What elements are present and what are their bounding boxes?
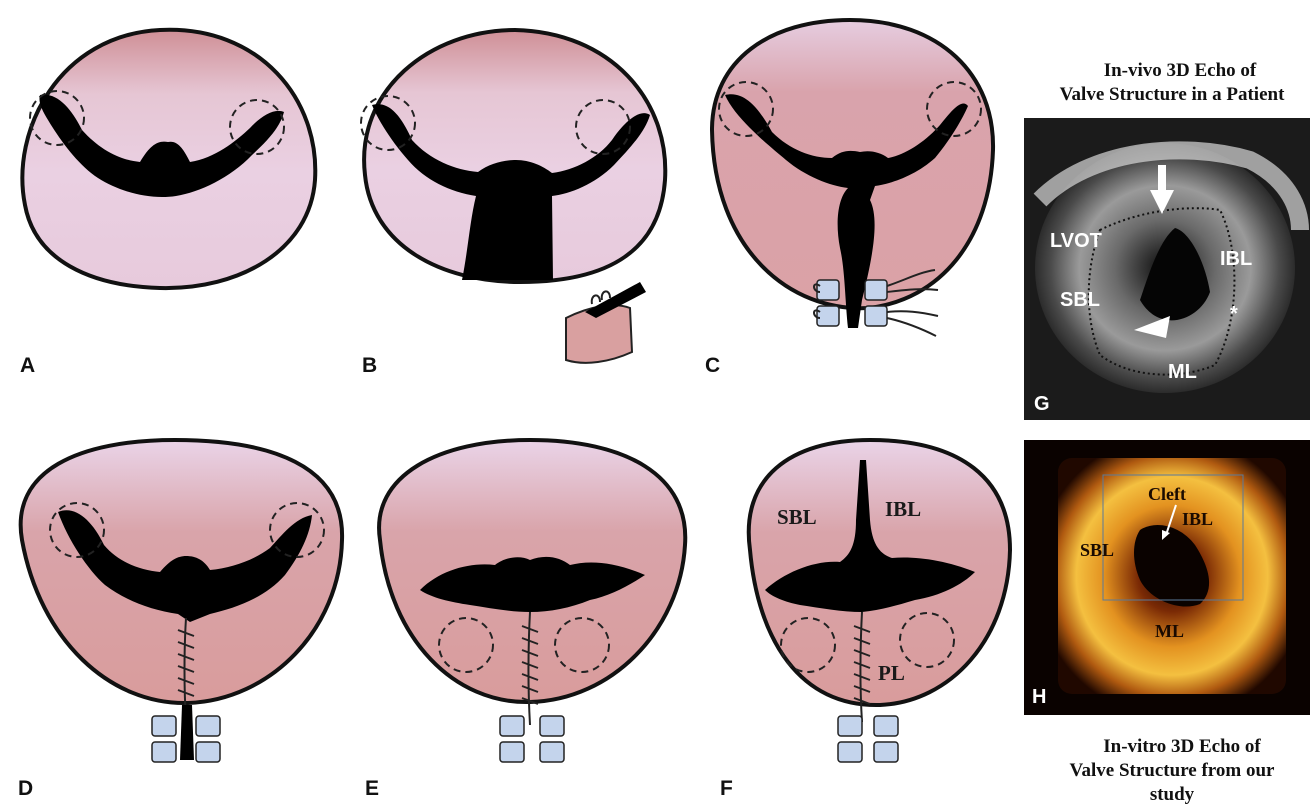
pledget (817, 306, 839, 326)
panel-a: A (20, 30, 315, 377)
pledget (817, 280, 839, 300)
label-ibl-h: IBL (1182, 509, 1213, 529)
pledget (874, 716, 898, 736)
pledget (152, 742, 176, 762)
pledget (874, 742, 898, 762)
label-sbl-h: SBL (1080, 540, 1114, 560)
caption-h-line2: Valve Structure from our (1070, 760, 1275, 781)
label-pl: PL (878, 661, 905, 685)
caption-h-line1: In-vitro 3D Echo of (1103, 736, 1261, 757)
panel-c: C (705, 20, 993, 377)
pledget (540, 716, 564, 736)
panel-f: SBL IBL PL F (720, 440, 1010, 800)
panel-letter-h: H (1032, 686, 1046, 708)
label-sbl-g: SBL (1060, 289, 1100, 311)
label-ml-h: ML (1155, 621, 1184, 641)
panel-h: Cleft IBL SBL ML H In-vitro 3D Echo of V… (1024, 440, 1310, 805)
pledget (865, 280, 887, 300)
pledget (500, 716, 524, 736)
panel-letter-g: G (1034, 393, 1050, 415)
panel-b: B (361, 30, 665, 377)
caption-g-line1: In-vivo 3D Echo of (1104, 60, 1257, 81)
panel-letter-a: A (20, 354, 35, 377)
pledget (500, 742, 524, 762)
panel-d: D (18, 440, 342, 800)
panel-letter-b: B (362, 354, 377, 377)
panel-letter-d: D (18, 777, 33, 800)
label-sbl: SBL (777, 505, 817, 529)
pledget (838, 742, 862, 762)
pledget (540, 742, 564, 762)
leaflet-stem (180, 705, 194, 760)
panel-g: In-vivo 3D Echo of Valve Structure in a … (1024, 60, 1310, 420)
pledget (865, 306, 887, 326)
pledget (196, 716, 220, 736)
label-lvot: LVOT (1050, 230, 1102, 252)
label-ibl-g: IBL (1220, 248, 1252, 270)
asterisk-marker: * (1230, 303, 1238, 325)
pledget (152, 716, 176, 736)
label-ibl: IBL (885, 497, 921, 521)
caption-h-line3: study (1150, 784, 1195, 805)
pledget (196, 742, 220, 762)
label-ml-g: ML (1168, 361, 1197, 383)
label-cleft: Cleft (1148, 484, 1186, 504)
panel-letter-f: F (720, 777, 733, 800)
caption-g-line2: Valve Structure in a Patient (1060, 84, 1285, 105)
panel-letter-e: E (365, 777, 379, 800)
panel-e: E (365, 440, 685, 800)
panel-letter-c: C (705, 354, 720, 377)
pledget (838, 716, 862, 736)
